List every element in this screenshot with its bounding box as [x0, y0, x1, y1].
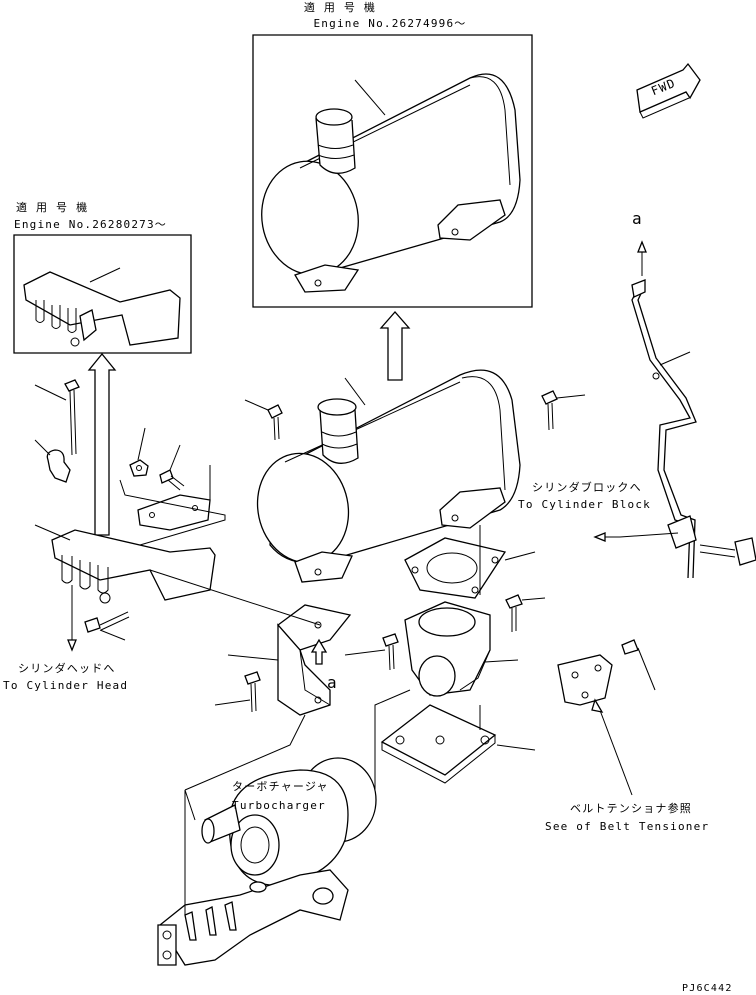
point-a-bottom: a — [327, 673, 338, 692]
bolt-icon — [506, 595, 545, 632]
leader-belt — [598, 705, 632, 795]
pipe-to-cylinder-block — [620, 280, 696, 578]
bolt-icon — [160, 445, 184, 490]
muffler-bracket — [228, 605, 350, 715]
arrowhead — [638, 242, 646, 252]
gasket — [405, 538, 535, 598]
bolt-icon — [345, 634, 398, 670]
small-bracket — [120, 465, 225, 545]
cylinder-block-jp-label: シリンダブロックへ — [532, 481, 642, 494]
cylinder-head-en-label: To Cylinder Head — [3, 679, 129, 692]
adapter-plate — [382, 705, 535, 783]
turbocharger-en-label: Turbocharger — [232, 799, 326, 812]
belt-tensioner-bracket — [558, 655, 612, 705]
inset-box-left — [14, 235, 191, 353]
bolt-icon — [85, 612, 129, 640]
belt-tensioner-jp-label: ベルトテンショナ参照 — [570, 802, 692, 815]
leader-lines — [185, 525, 480, 915]
bolt-icon — [245, 400, 282, 440]
clamp-icon — [35, 440, 70, 482]
cylinder-block-en-label: To Cylinder Block — [518, 498, 651, 511]
turbocharger-jp-label: ターボチャージャ — [232, 780, 329, 793]
point-a-top: a — [632, 209, 643, 228]
arrow-up-to-inset — [381, 312, 409, 380]
bolt-icon — [700, 538, 756, 565]
drawing-code-label: PJ6C442 — [682, 983, 733, 994]
arrow-up-to-left-inset — [89, 354, 115, 535]
left-applicable-label: 適 用 号 機 — [16, 201, 89, 214]
bolt-icon — [215, 672, 260, 712]
bolt-icon — [622, 640, 655, 690]
top-engine-no-label: Engine No.26274996～ — [313, 17, 467, 30]
elbow-pipe — [405, 602, 518, 696]
belt-tensioner-en-label: See of Belt Tensioner — [545, 820, 710, 833]
arrowhead — [68, 640, 76, 650]
left-engine-no-label: Engine No.26280273～ — [14, 218, 168, 231]
arrowhead — [595, 533, 605, 541]
inset-box-top — [253, 35, 532, 307]
bolt-icon — [35, 380, 79, 455]
leader-arrowhead — [592, 700, 602, 712]
nut-icon — [130, 428, 148, 476]
bolt-icon — [542, 391, 585, 430]
top-applicable-label: 適 用 号 機 — [303, 1, 377, 14]
muffler — [248, 370, 520, 582]
exhaust-manifold — [158, 870, 348, 965]
cylinder-head-jp-label: シリンダヘッドへ — [18, 662, 116, 675]
fwd-arrow-icon — [637, 64, 700, 118]
left-bracket — [35, 525, 320, 625]
turbocharger — [202, 758, 376, 885]
arrow-to-a — [312, 640, 326, 664]
